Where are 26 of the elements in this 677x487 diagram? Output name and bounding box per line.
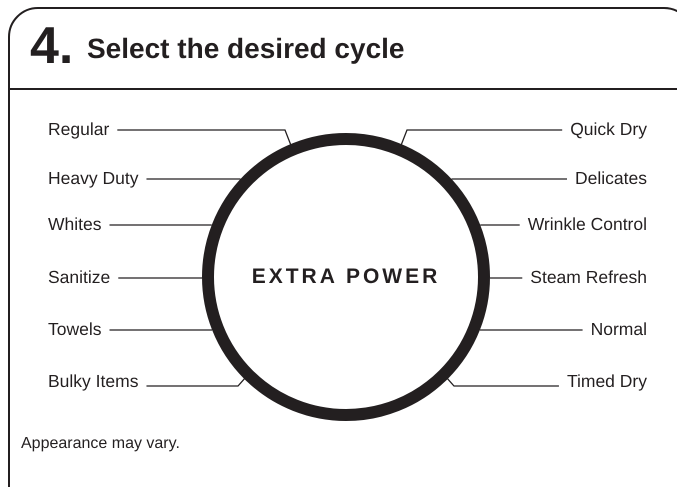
cycle-label: Quick Dry [570,118,647,140]
cycle-label: Wrinkle Control [528,213,647,235]
leader-line [490,277,522,279]
leader-line [109,224,212,226]
cycle-label: Whites [48,213,102,235]
step-number: 4. [30,20,74,72]
leader-line [446,376,559,387]
leader-line [110,329,212,331]
dial-label: EXTRA POWER [252,265,440,289]
cycle-label: Delicates [575,167,647,189]
leader-line [480,224,520,226]
cycle-label: Towels [48,318,102,340]
leader-line [146,376,246,387]
cycle-label: Heavy Duty [48,167,138,189]
cycle-label: Bulky Items [48,370,138,392]
leader-line [118,277,202,279]
cycle-label: Steam Refresh [530,266,647,288]
note: Appearance may vary. [21,435,180,453]
cycle-label: Regular [48,118,110,140]
cycle-label: Sanitize [48,266,110,288]
cycle-label: Timed Dry [566,370,647,392]
leader-line [146,178,240,180]
leader-line [452,178,568,180]
cycle-label: Normal [590,318,647,340]
title: Select the desired cycle [87,34,405,65]
leader-line [480,329,583,331]
